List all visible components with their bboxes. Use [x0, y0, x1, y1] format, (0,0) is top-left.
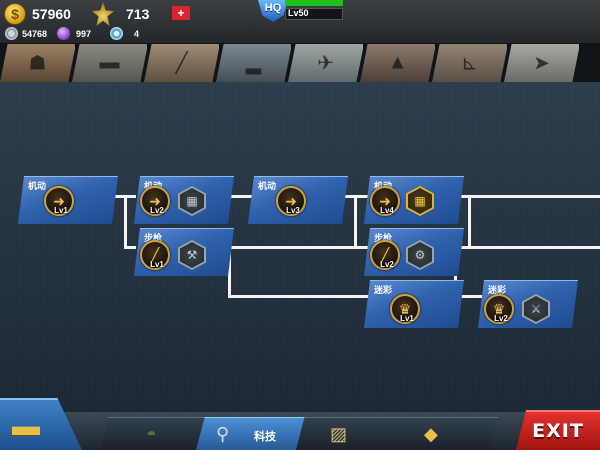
soldier-icon: ☗ — [28, 52, 47, 75]
howitzer-icon: ⊾ — [461, 52, 478, 75]
tech-node-label: 迷彩 — [374, 286, 393, 296]
tree-connector — [442, 246, 600, 249]
skill-level: Lv1 — [150, 260, 164, 269]
tree-connector — [210, 246, 370, 249]
hq-badge[interactable]: HQ — [258, 0, 288, 22]
category-battleship[interactable]: ▂ — [216, 44, 292, 82]
category-tank[interactable]: ▬ — [72, 44, 148, 82]
magnifier-icon: ⚲ — [216, 424, 230, 444]
tree-connector — [326, 195, 370, 198]
hq-progress-fill — [285, 0, 343, 6]
hq-level: Lv50 — [288, 8, 309, 18]
tech-tree: 机动 ➜Lv1 机动 ➜Lv2 ▦ 机动 ➜Lv3 机动 ➜Lv4 ▦ 步枪 ╱… — [0, 82, 600, 412]
tree-connector — [468, 195, 471, 249]
tech-node-label: 机动 — [258, 182, 277, 192]
exit-button[interactable]: EXIT — [516, 410, 600, 450]
skill-level: Lv3 — [286, 206, 300, 215]
rifle-icon[interactable]: ╱Lv2 — [370, 240, 400, 270]
tree-connector — [354, 195, 357, 249]
tab-tech-label: 科技 — [254, 430, 276, 443]
add-resource-button[interactable]: + — [172, 6, 190, 20]
tech-node-label: 步枪 — [144, 234, 163, 244]
category-howitzer[interactable]: ⊾ — [432, 44, 508, 82]
tree-connector — [442, 195, 600, 198]
tree-connector — [442, 295, 482, 298]
category-artillery[interactable]: ╱ — [144, 44, 220, 82]
gear-icon — [5, 27, 18, 40]
tree-connector — [228, 246, 231, 298]
tech-node-label: 机动 — [28, 182, 47, 192]
gem-icon — [57, 27, 70, 40]
arrow-icon[interactable]: ➜Lv4 — [370, 186, 400, 216]
plus-icon: + — [172, 6, 190, 20]
gold-amount: 57960 — [32, 6, 71, 22]
category-aircraft[interactable]: ✈ — [288, 44, 364, 82]
arrow-icon[interactable]: ➜Lv2 — [140, 186, 170, 216]
tank-icon: ▬ — [99, 51, 120, 74]
missile-icon: ➤ — [533, 52, 550, 75]
skill-level: Lv2 — [150, 206, 164, 215]
arrow-icon[interactable]: ➜Lv1 — [44, 186, 74, 216]
gem-amount: 997 — [76, 28, 92, 39]
shovel-upgrade-icon[interactable]: ⚒ — [178, 240, 206, 270]
category-bunker[interactable]: ▲ — [360, 44, 436, 82]
skill-level: Lv4 — [380, 206, 394, 215]
medal-amount: 713 — [126, 6, 150, 22]
tree-connector — [228, 295, 370, 298]
tree-connector — [96, 195, 136, 198]
gold-counter[interactable]: $ 57960 — [4, 3, 71, 25]
battleship-icon: ▂ — [245, 52, 262, 75]
skill-level: Lv2 — [380, 260, 394, 269]
tank-icon: ▬ — [12, 410, 40, 441]
token-icon — [110, 27, 123, 40]
tech-node-label: 步枪 — [374, 234, 393, 244]
skill-level: Lv1 — [400, 314, 414, 323]
camo-icon[interactable]: ♛Lv2 — [484, 294, 514, 324]
helmet-icon: ◓ — [146, 424, 157, 444]
unit-category-strip: ☗ ▬ ╱ ▂ ✈ ▲ ⊾ ➤ — [0, 44, 600, 82]
category-soldier[interactable]: ☗ — [0, 44, 76, 82]
bunker-icon: ▲ — [387, 51, 408, 74]
tree-connector — [124, 246, 136, 249]
parts-amount: 54768 — [22, 28, 48, 39]
medal-icon — [92, 2, 114, 26]
medal-counter[interactable]: 713 — [92, 2, 149, 26]
tree-connector — [212, 195, 252, 198]
token-counter: 4 — [110, 27, 139, 40]
token-amount: 4 — [134, 28, 140, 39]
rifle-icon[interactable]: ╱Lv1 — [140, 240, 170, 270]
aircraft-icon: ✈ — [317, 52, 334, 75]
tree-connector — [556, 246, 600, 249]
tab-army[interactable]: ◓ — [100, 417, 206, 450]
hq-level-bar: Lv50 — [285, 8, 343, 20]
arrow-icon[interactable]: ➜Lv3 — [276, 186, 306, 216]
map-icon: ▨ — [330, 424, 348, 444]
gem-counter: 997 — [57, 27, 91, 40]
tech-node-label: 迷彩 — [488, 286, 507, 296]
category-missile[interactable]: ➤ — [504, 44, 580, 82]
camo-icon[interactable]: ♛Lv1 — [390, 294, 420, 324]
artillery-icon: ╱ — [175, 52, 188, 75]
grid-upgrade-icon[interactable]: ▦ — [178, 186, 206, 216]
resource-bar: $ 57960 713 + 54768 997 4 HQ Lv50 — [0, 0, 600, 44]
skill-level: Lv2 — [494, 314, 508, 323]
tab-rank[interactable]: ◆ — [392, 417, 498, 450]
gold-coin-icon: $ — [4, 3, 26, 25]
skill-level: Lv1 — [54, 206, 68, 215]
tab-map[interactable]: ▨ — [296, 417, 402, 450]
parts-counter: 54768 — [5, 27, 47, 40]
swords-upgrade-icon[interactable]: ⚔ — [522, 294, 550, 324]
tree-connector — [124, 195, 127, 249]
chevron-icon: ◆ — [424, 424, 438, 444]
tab-tech[interactable]: ⚲ 科技 — [196, 417, 306, 450]
